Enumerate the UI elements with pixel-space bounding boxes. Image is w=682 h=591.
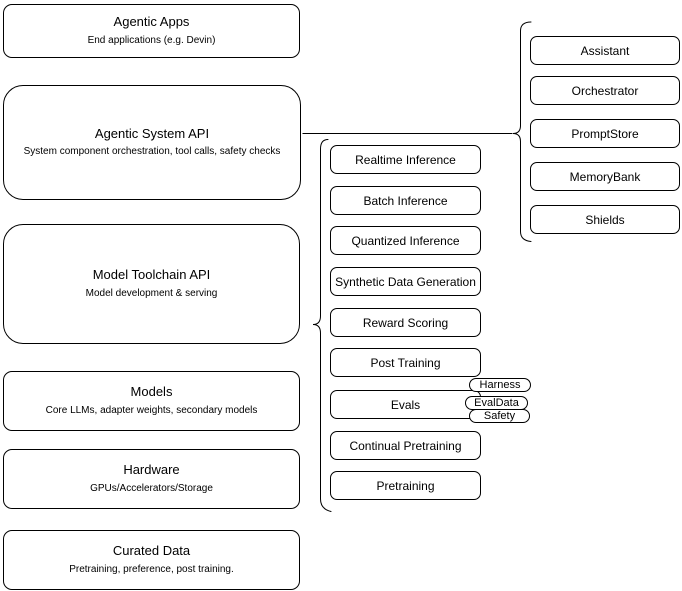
chip-label: Batch Inference [363,193,448,208]
stack-node-agentic-apps: Agentic Apps End applications (e.g. Devi… [3,4,300,58]
system-item-shields: Shields [530,205,680,234]
node-title: Agentic Apps [113,14,190,30]
toolchain-item-realtime-inference: Realtime Inference [330,145,481,174]
node-subtitle: Model development & serving [85,287,218,299]
tag-label: Safety [483,409,516,422]
evals-tag-harness: Harness [469,378,531,392]
node-title: Hardware [123,462,180,478]
chip-label: Pretraining [376,478,435,493]
evals-tag-safety: Safety [469,409,530,423]
chip-label: Synthetic Data Generation [335,274,476,289]
toolchain-item-pretraining: Pretraining [330,471,481,500]
tag-label: Harness [479,378,521,391]
tag-label: EvalData [474,396,519,409]
stack-node-models: Models Core LLMs, adapter weights, secon… [3,371,300,431]
stack-node-hardware: Hardware GPUs/Accelerators/Storage [3,449,300,509]
node-title: Model Toolchain API [92,267,211,283]
toolchain-item-evals: Evals [330,390,481,419]
chip-label: MemoryBank [569,169,641,184]
toolchain-item-reward-scoring: Reward Scoring [330,308,481,337]
toolchain-item-quantized-inference: Quantized Inference [330,226,481,255]
node-subtitle: System component orchestration, tool cal… [23,146,281,158]
node-subtitle: GPUs/Accelerators/Storage [90,482,213,494]
brace-system [512,21,532,242]
chip-label: Evals [390,397,421,412]
chip-label: Post Training [370,355,441,370]
system-item-memorybank: MemoryBank [530,162,680,191]
system-item-assistant: Assistant [530,36,680,65]
toolchain-item-post-training: Post Training [330,348,481,377]
node-title: Agentic System API [94,125,210,141]
node-title: Models [130,384,173,400]
chip-label: Assistant [580,43,630,58]
brace-toolchain [312,139,332,512]
stack-node-agentic-system-api: Agentic System API System component orch… [3,85,301,200]
node-subtitle: Pretraining, preference, post training. [69,563,234,575]
evals-tag-evaldata: EvalData [465,396,528,410]
toolchain-item-continual-pretraining: Continual Pretraining [330,431,481,460]
chip-label: Orchestrator [571,83,639,98]
chip-label: Shields [585,212,625,227]
system-item-promptstore: PromptStore [530,119,680,148]
stack-node-model-toolchain-api: Model Toolchain API Model development & … [3,224,300,344]
chip-label: Reward Scoring [362,315,449,330]
toolchain-item-batch-inference: Batch Inference [330,186,481,215]
node-subtitle: Core LLMs, adapter weights, secondary mo… [45,404,258,416]
node-subtitle: End applications (e.g. Devin) [87,34,216,46]
stack-node-curated-data: Curated Data Pretraining, preference, po… [3,530,300,590]
chip-label: Quantized Inference [351,233,460,248]
toolchain-item-synthetic-data-generation: Synthetic Data Generation [330,267,481,296]
chip-label: PromptStore [571,126,639,141]
node-title: Curated Data [112,543,191,559]
chip-label: Realtime Inference [355,152,456,167]
chip-label: Continual Pretraining [349,438,462,453]
system-item-orchestrator: Orchestrator [530,76,680,105]
